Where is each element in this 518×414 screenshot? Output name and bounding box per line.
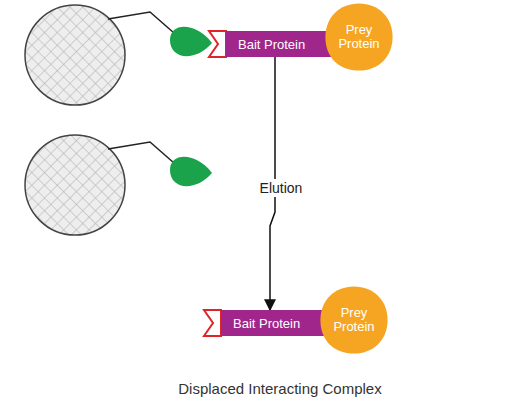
figure-caption: Displaced Interacting Complex	[120, 380, 440, 397]
affinity-ligand	[170, 27, 212, 56]
prey-protein-blob: Prey Protein	[319, 285, 389, 355]
tag-symbol	[209, 31, 226, 57]
prey-protein-blob: Prey Protein	[324, 2, 394, 72]
step-label: Elution	[256, 179, 307, 197]
prey-label: Prey Protein	[328, 306, 380, 335]
bait-protein-box: Bait Protein	[221, 310, 329, 336]
resin-bead	[25, 135, 125, 235]
resin-bead	[25, 5, 125, 105]
tether-line	[108, 142, 174, 163]
affinity-ligand	[170, 157, 212, 186]
bait-label: Bait Protein	[233, 316, 300, 331]
tag-symbol	[204, 310, 221, 336]
tether-line	[108, 12, 174, 33]
prey-label: Prey Protein	[333, 23, 385, 52]
bait-protein-box: Bait Protein	[226, 31, 334, 57]
bait-label: Bait Protein	[238, 37, 305, 52]
